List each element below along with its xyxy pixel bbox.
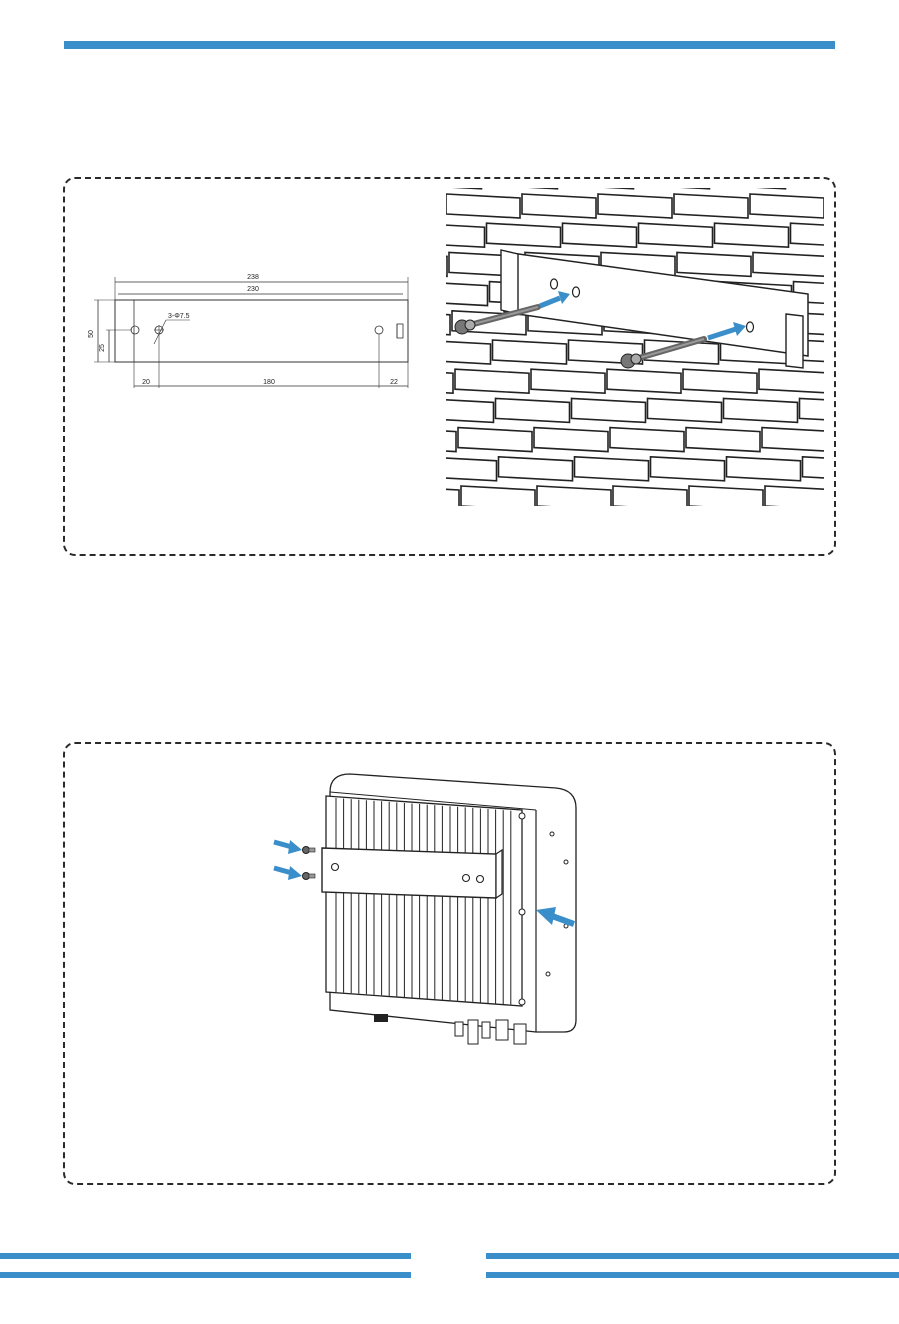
brick bbox=[803, 457, 825, 481]
brick bbox=[800, 398, 825, 422]
brick bbox=[496, 398, 570, 422]
brick bbox=[724, 398, 798, 422]
brick bbox=[759, 369, 824, 393]
screw-icon bbox=[303, 847, 316, 854]
brick bbox=[493, 340, 567, 364]
brick bbox=[677, 252, 751, 276]
brick bbox=[762, 428, 824, 452]
footer-rule-left-bottom bbox=[0, 1272, 411, 1278]
brick bbox=[446, 311, 450, 335]
brick bbox=[750, 194, 824, 218]
bracket-dimension-drawing: 238 230 3-Φ7.5 50 25 20 180 22 bbox=[88, 262, 418, 402]
brick bbox=[791, 223, 825, 247]
brick bbox=[484, 188, 558, 189]
brick bbox=[572, 398, 646, 422]
brick bbox=[607, 369, 681, 393]
brick bbox=[531, 369, 605, 393]
inverter-mounting-illustration bbox=[270, 770, 590, 1060]
brick bbox=[446, 252, 447, 276]
brick bbox=[446, 194, 520, 218]
brick bbox=[499, 457, 573, 481]
brick bbox=[446, 188, 482, 189]
brick bbox=[455, 369, 529, 393]
insert-arrow-icon bbox=[274, 866, 302, 880]
dim-left-label: 20 bbox=[142, 379, 150, 386]
brick bbox=[446, 428, 456, 452]
brick bbox=[537, 486, 611, 506]
brick bbox=[446, 486, 459, 506]
brick bbox=[648, 398, 722, 422]
brick bbox=[715, 223, 789, 247]
brick bbox=[636, 188, 710, 189]
brick bbox=[446, 340, 491, 364]
dim-half-height-label: 25 bbox=[99, 344, 106, 352]
screw-icon bbox=[303, 873, 316, 880]
brick bbox=[534, 428, 608, 452]
brick bbox=[689, 486, 763, 506]
brick bbox=[651, 457, 725, 481]
brick bbox=[446, 457, 497, 481]
brick bbox=[753, 252, 824, 276]
brick bbox=[560, 188, 634, 189]
brick bbox=[446, 223, 485, 247]
brick bbox=[712, 188, 786, 189]
brick bbox=[522, 194, 596, 218]
brick bbox=[446, 398, 494, 422]
brick bbox=[765, 486, 824, 506]
dim-middle-label: 180 bbox=[263, 379, 275, 386]
brick bbox=[674, 194, 748, 218]
brick bbox=[575, 457, 649, 481]
dim-height-label: 50 bbox=[88, 330, 95, 338]
footer-rule-left-top bbox=[0, 1253, 411, 1259]
brick bbox=[458, 428, 532, 452]
brick bbox=[686, 428, 760, 452]
brick bbox=[446, 282, 488, 306]
brick bbox=[727, 457, 801, 481]
brick bbox=[563, 223, 637, 247]
dim-overall-label: 238 bbox=[247, 274, 259, 281]
brick bbox=[639, 223, 713, 247]
brick bbox=[610, 428, 684, 452]
brick bbox=[461, 486, 535, 506]
brick bbox=[487, 223, 561, 247]
dim-right-label: 22 bbox=[390, 379, 398, 386]
brick-wall-bracket-illustration bbox=[446, 188, 824, 506]
insert-arrow-icon bbox=[274, 840, 302, 854]
brick bbox=[788, 188, 825, 189]
footer-rule-right-top bbox=[486, 1253, 899, 1259]
header-rule bbox=[64, 41, 835, 49]
brick bbox=[446, 369, 453, 393]
brick bbox=[683, 369, 757, 393]
brick bbox=[613, 486, 687, 506]
brick bbox=[598, 194, 672, 218]
footer-rule-right-bottom bbox=[486, 1272, 899, 1278]
dim-inner-label: 230 bbox=[247, 286, 259, 293]
hole-spec-label: 3-Φ7.5 bbox=[168, 313, 190, 320]
